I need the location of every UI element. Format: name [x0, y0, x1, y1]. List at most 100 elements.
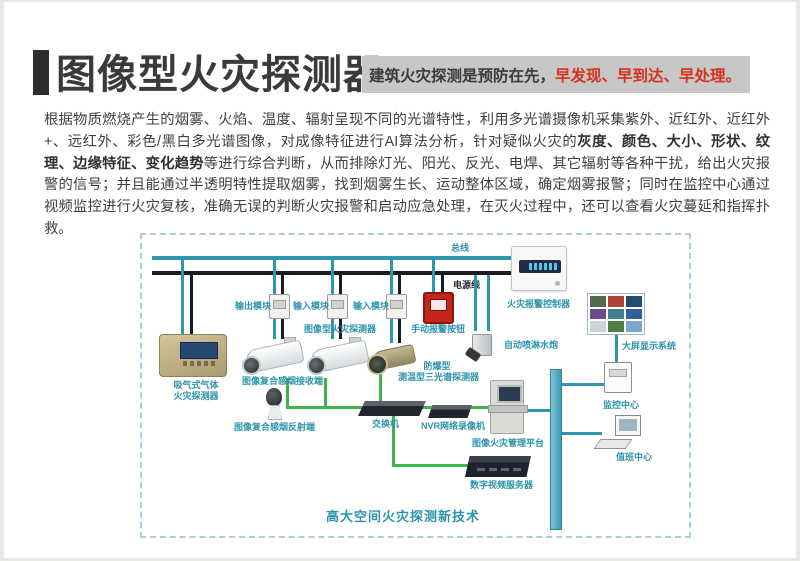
water-cannon-label: 自动喷淋水炮: [504, 340, 559, 350]
pc-keyboard: [593, 439, 633, 449]
duty-center-label: 值班中心: [616, 452, 653, 462]
drop-line: [432, 260, 435, 293]
screen-tile: [590, 308, 606, 320]
aspirating-detector-label: 吸气式气体 火灾探测器: [164, 380, 228, 402]
manual-alarm-button-device: [423, 292, 454, 324]
video-server-label: 数字视频服务器: [470, 480, 534, 490]
drop-line: [331, 260, 334, 295]
explosion-proof-label-line1: 防爆型: [423, 361, 451, 371]
input-module-label: 输入模块: [353, 301, 390, 311]
camera-lens: [307, 356, 326, 375]
drop-line: [390, 260, 393, 295]
printer-slot: [609, 369, 627, 377]
module-terminal: [390, 300, 403, 309]
server-vents: [477, 468, 523, 471]
nvr-label: NVR网络录像机: [421, 421, 486, 431]
reflector-cone: [268, 405, 282, 420]
smoke-reflector-device: [262, 388, 288, 420]
drop-line: [390, 319, 393, 343]
diagram-caption: 高大空间火灾探测新技术: [326, 509, 481, 524]
drop-line: [339, 319, 342, 339]
switch-label: 交换机: [372, 419, 400, 429]
image-fire-detector-label: 图像型火灾探测器: [304, 324, 377, 334]
explosion-proof-label: 防爆型 测温型三光谱探测器: [398, 361, 480, 383]
drop-line: [273, 260, 276, 295]
drop-line: [441, 275, 444, 293]
console-keyboard: [488, 405, 528, 413]
cannon-body: [472, 334, 492, 356]
title-accent-bar: [33, 50, 49, 95]
aspirating-label-line1: 吸气式气体: [173, 380, 219, 390]
nvr-device: [428, 405, 472, 418]
subtitle-highlight-text: 早发现、早到达、早处理。: [555, 67, 742, 85]
manual-alarm-label: 手动报警按钮: [411, 324, 466, 334]
subtitle-banner: 建筑火灾探测是预防在先， 早发现、早到达、早处理。: [362, 56, 750, 93]
explosion-proof-camera: [365, 340, 417, 375]
drop-line: [281, 319, 284, 339]
input-module-label: 输入模块: [293, 301, 330, 311]
drop-line: [398, 275, 401, 295]
intro-bold-keywords: 灰度、颜色、大小、形状、纹理、边缘特征、变化趋势: [44, 133, 771, 172]
intro-part2: 等进行综合判断，从而排除灯光、阳光、反光、电焊、其它辐射等各种干扰，给出火灾报警…: [44, 155, 771, 237]
drop-line: [190, 275, 193, 336]
camera-lens: [367, 354, 388, 375]
screen-link-line: [615, 335, 618, 363]
screen-tile: [626, 296, 642, 307]
camera-lens: [242, 356, 261, 375]
network-line: [379, 374, 382, 408]
power-line-label: 电源线: [453, 280, 481, 290]
drop-line: [181, 260, 184, 336]
input-module-device: [327, 294, 348, 319]
signal-bus-line: [152, 256, 514, 260]
drop-line: [331, 319, 334, 339]
smoke-receiver-label: 图像复合感烟接收端: [242, 376, 324, 386]
screen-tile: [626, 308, 642, 320]
subtitle-text: 建筑火灾探测是预防在先，: [369, 67, 556, 85]
drop-line: [487, 275, 490, 331]
output-module-label: 输出模块: [235, 301, 272, 311]
detector-buttons: [183, 361, 217, 366]
module-terminal: [331, 300, 344, 309]
riser-link-line: [562, 432, 602, 435]
screen-tile: [590, 296, 606, 307]
screen-tile: [608, 321, 624, 332]
aspirating-gas-detector-device: [159, 334, 227, 377]
network-line: [324, 378, 327, 408]
diagram-dashed-border: [140, 233, 691, 538]
aspirating-label-line2: 火灾探测器: [173, 391, 219, 401]
management-platform-console: [488, 380, 528, 434]
intro-part1: 根据物质燃烧产生的烟雾、火焰、温度、辐射呈现不同的光谱特性，利用多光谱摄像机采集…: [44, 112, 770, 150]
fire-alarm-controller-device: [511, 246, 567, 291]
reflector-head: [266, 388, 282, 406]
page-title: 图像型火灾探测器: [56, 53, 384, 97]
drop-line: [398, 319, 401, 343]
explosion-proof-label-line2: 测温型三光谱探测器: [398, 372, 480, 382]
module-terminal: [273, 300, 286, 309]
video-server-device: [465, 456, 531, 477]
network-line: [392, 416, 395, 466]
controller-display: [519, 260, 561, 273]
detector-display: [180, 342, 218, 359]
monitoring-center-label: 监控中心: [603, 400, 640, 410]
monitoring-center-device: [604, 362, 632, 393]
drop-line: [273, 319, 276, 339]
duty-center-computer: [593, 415, 643, 449]
alarm-glass: [430, 299, 447, 311]
screen-tile: [608, 296, 624, 307]
drop-line: [474, 275, 477, 331]
big-screen-label: 大屏显示系统: [622, 341, 677, 351]
management-platform-label: 图像火灾管理平台: [472, 438, 545, 448]
screen-tile: [626, 321, 642, 332]
screen-tile: [608, 308, 624, 320]
document-page: 图像型火灾探测器 建筑火灾探测是预防在先， 早发现、早到达、早处理。 根据物质燃…: [4, 2, 796, 558]
pc-monitor: [615, 415, 641, 436]
network-line: [392, 464, 468, 467]
image-fire-detector-camera: [307, 336, 373, 378]
screen-tile: [590, 321, 606, 332]
smoke-reflector-label: 图像复合感烟反射端: [234, 422, 316, 432]
big-screen-display-device: [587, 293, 645, 335]
console-monitor: [497, 385, 522, 403]
bus-label: 总线: [451, 243, 470, 253]
intro-paragraph: 根据物质燃烧产生的烟雾、火焰、温度、辐射呈现不同的光谱特性，利用多光谱摄像机采集…: [44, 110, 770, 241]
water-cannon-device: [464, 328, 494, 366]
